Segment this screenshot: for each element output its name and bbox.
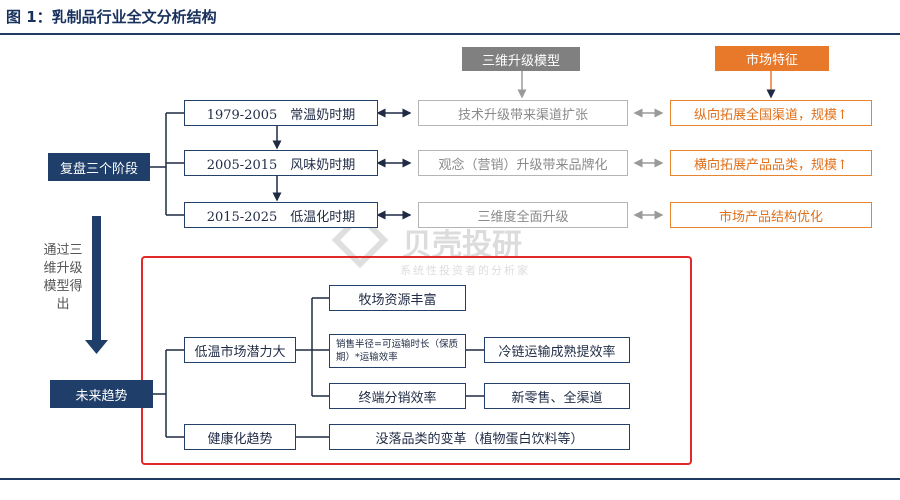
title-divider	[0, 33, 900, 35]
market-feature-3-box: 市场产品结构优化	[670, 202, 872, 228]
stage-3-box: 2015-2025 低温化时期	[184, 202, 378, 228]
declining-category-box: 没落品类的变革（植物蛋白饮料等）	[329, 424, 630, 450]
stage-2-box: 2005-2015 风味奶时期	[184, 150, 378, 176]
upgrade-1-box: 技术升级带来渠道扩张	[418, 100, 628, 126]
health-trend-box: 健康化趋势	[184, 424, 296, 450]
upgrade-3-box: 三维度全面升级	[418, 202, 628, 228]
upgrade-2-box: 观念（营销）升级带来品牌化	[418, 150, 628, 176]
bottom-divider	[0, 478, 900, 480]
market-features-header: 市场特征	[715, 46, 829, 71]
new-retail-box: 新零售、全渠道	[484, 383, 630, 409]
figure-title: 图 1：乳制品行业全文分析结构	[6, 8, 217, 26]
terminal-distribution-box: 终端分销效率	[329, 383, 466, 409]
cold-chain-box: 冷链运输成熟提效率	[484, 337, 630, 363]
three-dim-model-header: 三维升级模型	[462, 47, 580, 71]
market-feature-1-box: 纵向拓展全国渠道，规模↑	[670, 100, 872, 126]
review-stages-label: 复盘三个阶段	[48, 153, 150, 181]
transition-arrow-head	[85, 340, 108, 354]
future-trend-highlight-frame	[141, 256, 692, 465]
market-feature-2-box: 横向拓展产品品类，规模↑	[670, 150, 872, 176]
transition-arrow-shaft	[92, 216, 101, 340]
sales-radius-box: 销售半径=可运输时长（保质期）*运输效率	[329, 334, 466, 368]
future-trend-label: 未来趋势	[50, 380, 153, 408]
transition-text: 通过三维升级模型得出	[43, 243, 83, 312]
low-temp-potential-box: 低温市场潜力大	[184, 337, 296, 363]
pasture-resources-box: 牧场资源丰富	[329, 285, 466, 311]
stage-1-box: 1979-2005 常温奶时期	[184, 100, 378, 126]
